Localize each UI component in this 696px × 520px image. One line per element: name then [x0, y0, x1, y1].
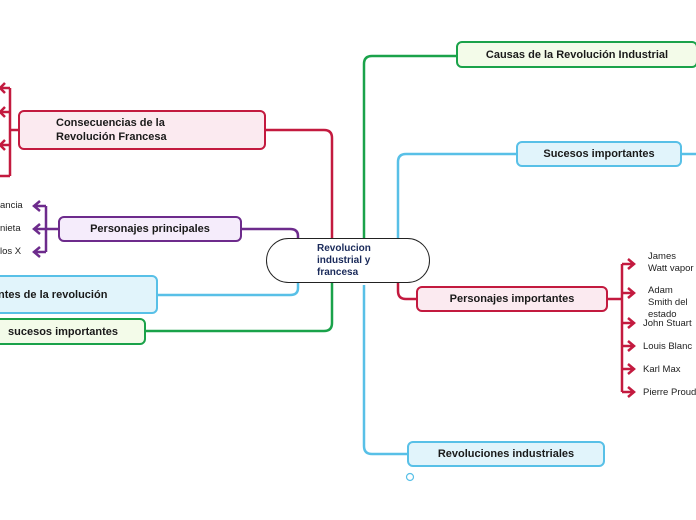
- leaf-john-stuart[interactable]: John Stuart: [643, 318, 692, 329]
- node-sucesos-importantes-left[interactable]: sucesos importantes: [0, 318, 146, 345]
- node-sucesos-importantes[interactable]: Sucesos importantes: [516, 141, 682, 167]
- node-revoluciones-industriales[interactable]: Revoluciones industriales: [407, 441, 605, 467]
- node-personajes-importantes[interactable]: Personajes importantes: [416, 286, 608, 312]
- node-label: Personajes importantes: [449, 293, 575, 305]
- node-label: Sucesos importantes: [543, 148, 655, 160]
- node-label: Personajes principales: [90, 223, 210, 235]
- central-topic[interactable]: Revolucion industrial y francesa: [266, 238, 430, 283]
- node-label: Consecuencias de la Revolución Francesa: [56, 117, 167, 143]
- node-personajes-principales[interactable]: Personajes principales: [58, 216, 242, 242]
- node-consecuencias-revolucion-francesa[interactable]: Consecuencias de la Revolución Francesa: [18, 110, 266, 150]
- leaf-louis-blanc[interactable]: Louis Blanc: [643, 341, 693, 352]
- node-antecedentes-revolucion[interactable]: ntes de la revolución: [0, 275, 158, 314]
- leaf-pierre-proud[interactable]: Pierre Proud: [643, 387, 696, 398]
- node-label: ntes de la revolución: [0, 288, 108, 301]
- node-label: Revoluciones industriales: [437, 448, 575, 460]
- leaf-karl-max[interactable]: Karl Max: [643, 364, 681, 375]
- node-causas-revolucion-industrial[interactable]: Causas de la Revolución Industrial: [456, 41, 696, 68]
- node-label: Causas de la Revolución Industrial: [485, 48, 669, 61]
- leaf-personaje-1[interactable]: ancia: [0, 200, 23, 211]
- leaf-personaje-3[interactable]: los X: [0, 246, 22, 257]
- central-topic-label: Revolucion industrial y francesa: [317, 242, 371, 278]
- node-label: sucesos importantes: [8, 325, 119, 338]
- leaf-personaje-2[interactable]: nieta: [0, 223, 21, 234]
- leaf-adam-smith[interactable]: Adam Smith del estado: [648, 285, 688, 320]
- leaf-james-watt[interactable]: James Watt vapor: [648, 251, 694, 274]
